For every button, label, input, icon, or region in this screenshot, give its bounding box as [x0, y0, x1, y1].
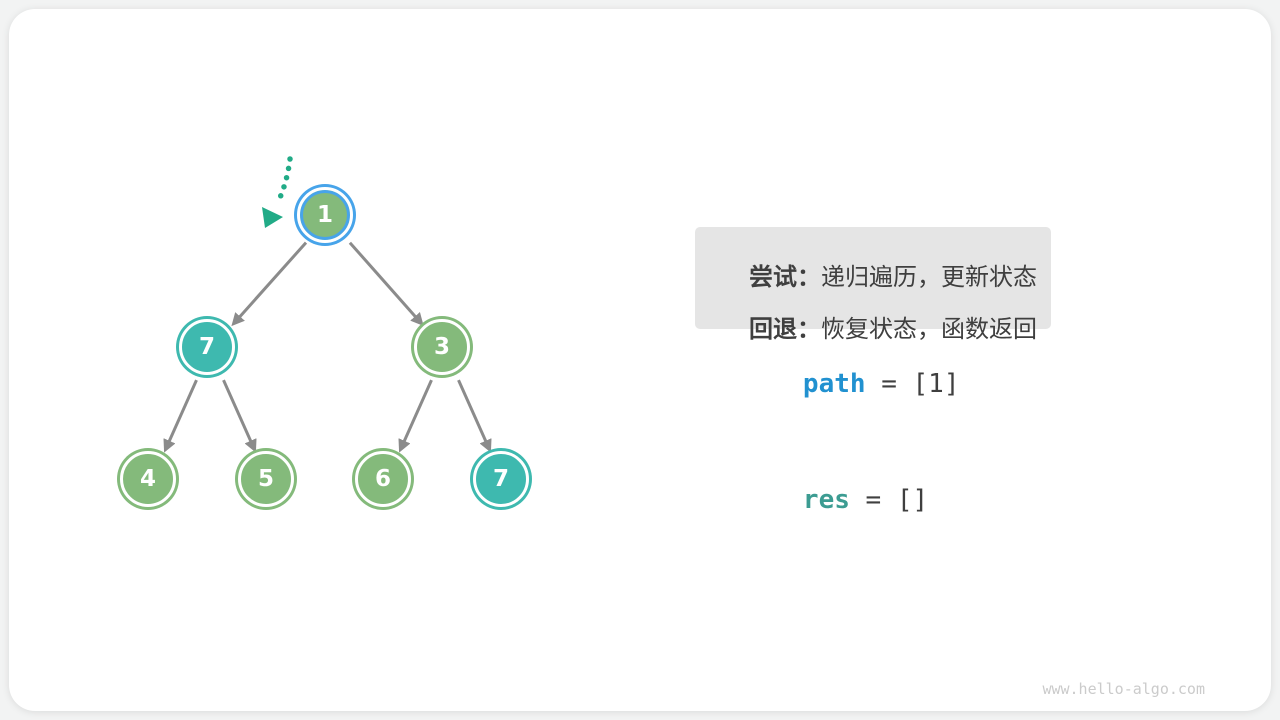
arrowhead-icon — [262, 207, 283, 228]
try-label: 尝试： — [749, 264, 822, 291]
tree-node-7: 7 — [179, 319, 235, 375]
res-value: = [] — [849, 485, 929, 515]
pointer-arrow-icon — [262, 156, 293, 228]
backtrack-label: 回退： — [749, 316, 822, 343]
watermark: www.hello-algo.com — [1042, 680, 1205, 698]
tree-node-7: 7 — [473, 451, 529, 507]
tree-node-5: 5 — [238, 451, 294, 507]
tree-edge — [231, 241, 308, 327]
res-state-line: res = [] — [709, 455, 928, 545]
diagram-card: 1 7 3 4 5 6 7 尝试：递归遍历，更新状态 回退：恢复状态，函数返回 path =… — [9, 9, 1271, 711]
path-value: = [1] — [865, 369, 960, 399]
annotation-backtrack: 回退：恢复状态，函数返回 — [709, 288, 1037, 372]
tree-node-6: 6 — [355, 451, 411, 507]
tree-diagram: 1 7 3 4 5 6 7 尝试：递归遍历，更新状态 回退：恢复状态，函数返回 path =… — [9, 9, 1271, 711]
tree-node-1: 1 — [297, 187, 353, 243]
tree-edge — [398, 379, 433, 453]
tree-edge — [163, 379, 198, 453]
annotation-try: 尝试：递归遍历，更新状态 — [695, 227, 1052, 329]
path-state-line: path = [1] — [709, 339, 960, 429]
try-text: 递归遍历，更新状态 — [821, 264, 1038, 291]
tree-edge — [457, 379, 492, 453]
path-variable: path — [802, 369, 866, 399]
tree-edge — [222, 379, 257, 453]
tree-edges-layer — [163, 156, 492, 453]
res-variable: res — [802, 485, 850, 515]
tree-node-4: 4 — [120, 451, 176, 507]
backtrack-text: 恢复状态，函数返回 — [821, 316, 1038, 343]
tree-node-3: 3 — [414, 319, 470, 375]
tree-edge — [348, 241, 424, 327]
tree-edges — [163, 241, 492, 453]
